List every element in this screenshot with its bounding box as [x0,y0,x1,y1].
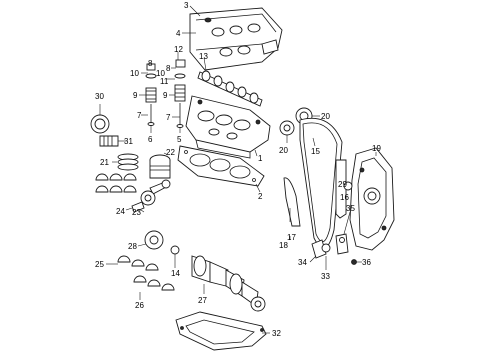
chain-guide-right [335,159,347,219]
callout-30: 30 [95,92,104,101]
crank-pulley [144,230,164,250]
cam-sprocket-lower [279,120,295,136]
chain-guide-left [283,177,301,227]
camshaft [197,70,263,107]
callout-22: 22 [166,148,175,157]
timing-cover [349,147,395,251]
valve-cover [189,7,283,71]
oil-pan [175,311,267,351]
callout-32: 32 [272,329,281,338]
callout-5: 5 [177,135,182,144]
piston-rings [117,153,139,171]
callout-7a: 7 [137,111,142,120]
callout-33: 33 [321,272,330,281]
callout-11: 11 [160,77,169,86]
crank-key [170,245,180,255]
callout-3: 3 [184,1,189,10]
callout-19: 19 [372,144,381,153]
callout-9b: 9 [163,91,168,100]
tensioner-29 [343,181,353,191]
callout-29: 29 [338,180,347,189]
callout-labels: 1 2 3 4 5 6 7 7 8 8 9 9 10 10 11 12 13 1… [95,1,381,338]
connecting-rod [131,179,171,213]
callout-8a: 8 [148,59,153,68]
main-bearings [95,173,137,193]
callout-24: 24 [116,207,125,216]
callout-27: 27 [198,296,207,305]
bearing-set-31 [99,135,119,147]
callout-9a: 9 [133,91,138,100]
callout-17: 17 [287,233,296,242]
valve-train-right [174,59,186,128]
callout-7b: 7 [166,113,171,122]
callout-20a: 20 [321,112,330,121]
crankshaft [191,255,266,312]
callout-4: 4 [176,29,181,38]
callout-1: 1 [258,154,263,163]
callout-2: 2 [258,192,263,201]
callout-12: 12 [174,45,183,54]
callout-6: 6 [148,135,153,144]
callout-36: 36 [362,258,371,267]
callout-15: 15 [311,147,320,156]
callout-13: 13 [199,52,208,61]
callout-25: 25 [95,260,104,269]
cylinder-head [185,95,271,159]
callout-21: 21 [100,158,109,167]
callout-28: 28 [128,242,137,251]
callout-16: 16 [340,193,349,202]
callout-8b: 8 [166,64,171,73]
crank-seal [90,114,110,134]
callout-20b: 20 [279,146,288,155]
callout-34: 34 [298,258,307,267]
lower-bearings [117,255,175,291]
callout-18: 18 [279,241,288,250]
callout-35: 35 [346,204,355,213]
callout-26: 26 [135,301,144,310]
crank-sprocket [311,233,357,265]
piston [149,154,171,179]
callout-10a: 10 [130,69,139,78]
callout-31: 31 [124,137,133,146]
callout-10b: 10 [156,69,165,78]
callout-23: 23 [132,208,141,217]
callout-14: 14 [171,269,180,278]
head-gasket [177,145,265,187]
